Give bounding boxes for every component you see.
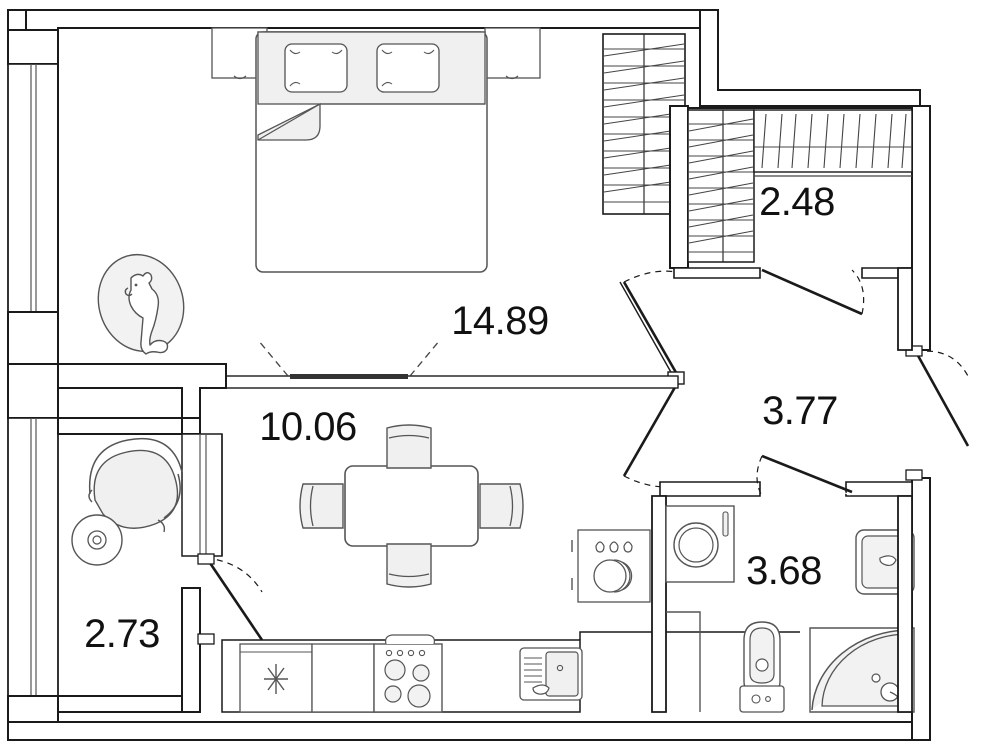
kitchen-sink xyxy=(519,647,583,701)
toilet xyxy=(739,621,785,713)
area-label-wardrobe: 2.48 xyxy=(759,180,835,224)
entrance-door[interactable] xyxy=(905,345,972,481)
dishwasher xyxy=(571,529,651,603)
area-label-living-bedroom: 14.89 xyxy=(451,299,549,343)
wall-left-block-top xyxy=(7,29,59,65)
wall-bottom-left-block xyxy=(7,695,59,723)
side-table xyxy=(71,514,123,566)
hanging-rail xyxy=(753,109,913,177)
wall-hallway-west-upper xyxy=(619,281,673,375)
corner-shower xyxy=(809,627,915,713)
wall-right-outer xyxy=(911,105,931,741)
chair-north xyxy=(386,424,432,469)
washing-machine xyxy=(665,505,735,583)
wall-balcony xyxy=(57,417,201,713)
chair-south xyxy=(386,543,432,588)
window-balcony-left[interactable] xyxy=(7,417,59,697)
snowflake-icon xyxy=(264,664,288,694)
nightstand-right xyxy=(484,27,541,80)
wall-bathroom-east xyxy=(897,495,913,713)
armchair xyxy=(88,438,183,533)
animal-figure-icon xyxy=(124,272,169,355)
base-cabinet xyxy=(311,643,375,713)
balcony-door[interactable] xyxy=(197,553,266,645)
chair-east xyxy=(479,483,524,529)
window-living-left[interactable] xyxy=(7,63,59,313)
wall-left-lower-outer xyxy=(7,363,59,419)
bathroom-door[interactable] xyxy=(756,454,853,497)
chair-west xyxy=(299,483,344,529)
oval-rug-with-animal xyxy=(97,253,185,355)
shelf-unit-vertical-b xyxy=(687,109,755,263)
refrigerator xyxy=(239,643,313,713)
cooktop xyxy=(373,634,443,713)
area-label-hallway: 3.77 xyxy=(762,389,838,433)
hallway-to-living-door[interactable] xyxy=(622,270,682,377)
dining-table xyxy=(344,465,479,547)
area-label-kitchen: 10.06 xyxy=(259,405,357,449)
wall-bathroom-west xyxy=(651,495,667,713)
pillow-right xyxy=(376,43,440,93)
window-balcony-right[interactable] xyxy=(181,433,223,557)
wall-bottom-outer xyxy=(7,721,931,741)
wall-hallway-east xyxy=(897,267,913,351)
wall-hallway-south xyxy=(659,481,913,497)
wardrobe-door[interactable] xyxy=(761,268,865,319)
wall-bathroom-niche xyxy=(666,611,701,712)
wall-left-block-middle xyxy=(7,311,59,365)
pillow-left xyxy=(284,43,348,93)
area-label-balcony: 2.73 xyxy=(84,612,160,656)
wardrobe-room-walls xyxy=(669,105,912,269)
area-label-bathroom: 3.68 xyxy=(746,549,822,593)
wall-top-right-outer xyxy=(699,9,921,107)
